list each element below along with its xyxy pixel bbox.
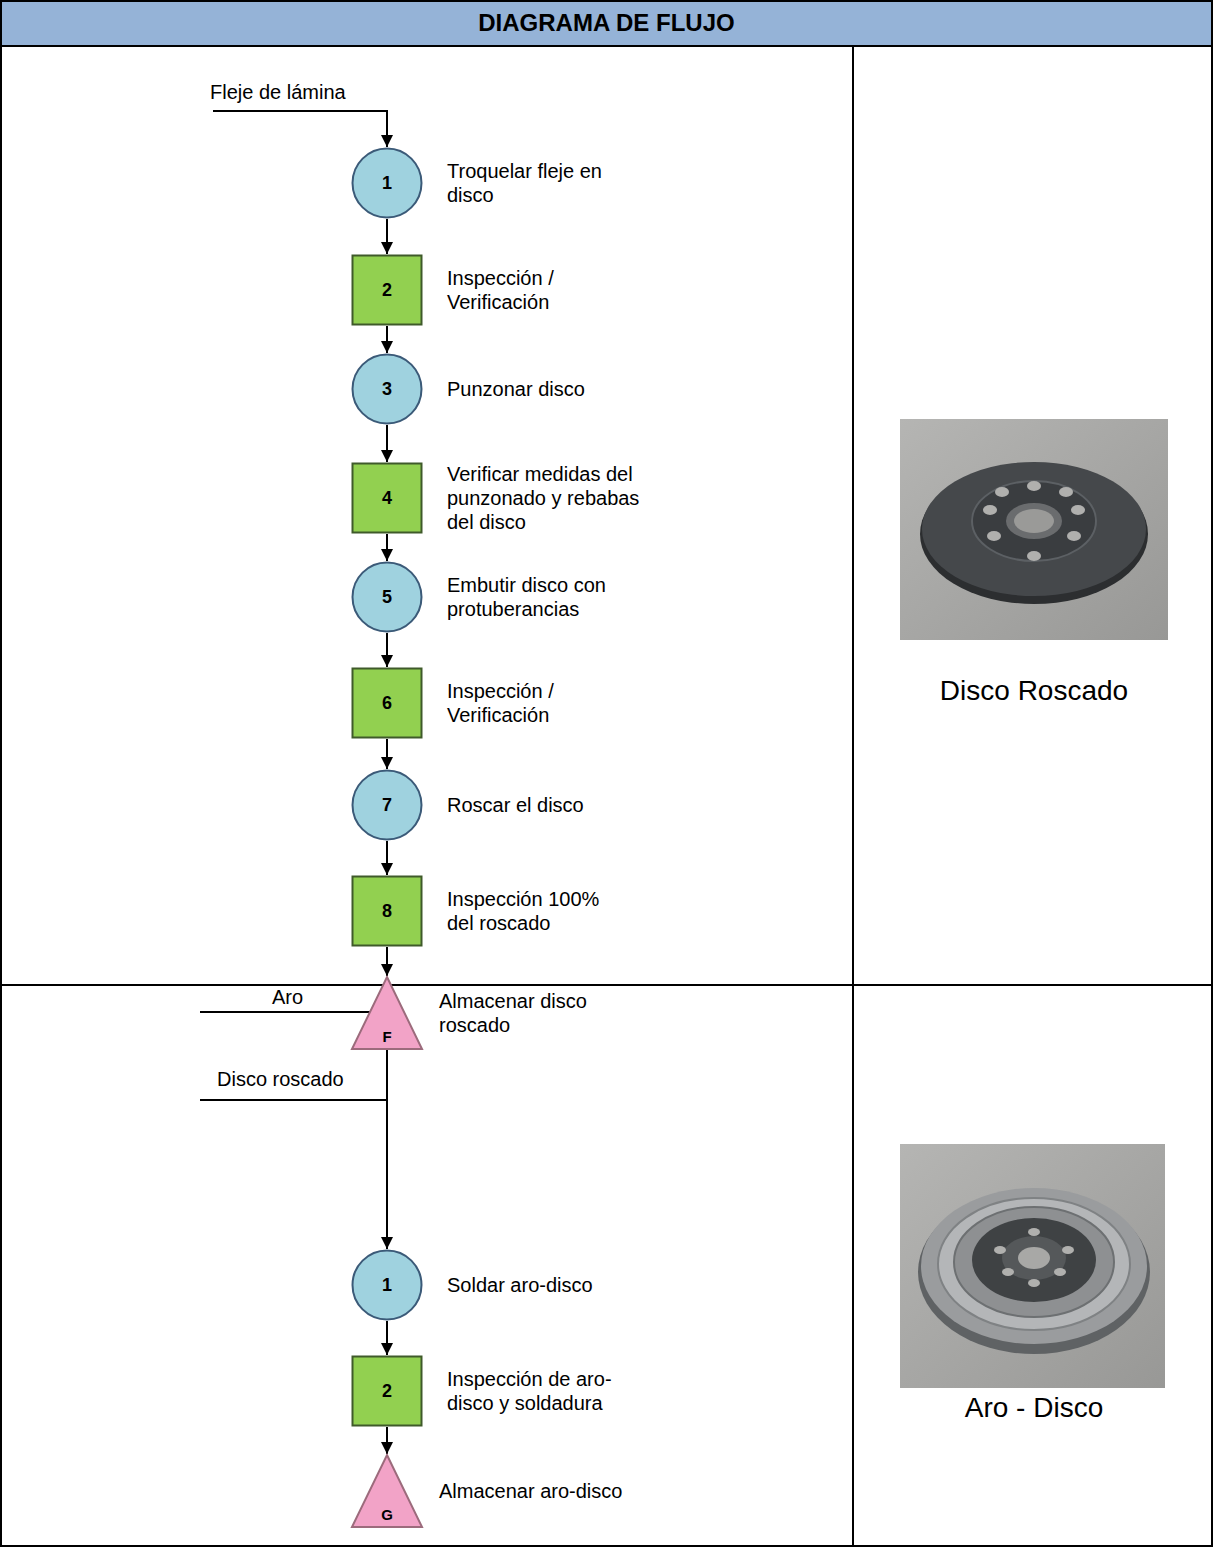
process-circle: 1Soldar aro-disco [351, 1249, 423, 1321]
node-shape [353, 464, 422, 533]
title-band [0, 2, 1213, 46]
process-circle: 5Embutir disco con protuberancias [351, 561, 423, 633]
step-number: 3 [382, 380, 392, 398]
flow-arrow [386, 425, 388, 462]
step-description-holder: Roscar el disco [447, 793, 652, 817]
flow-arrow [386, 633, 388, 667]
storage-triangle: FAlmacenar disco roscado [351, 976, 423, 1050]
table-rule [0, 45, 1213, 47]
flow-arrow [386, 534, 388, 561]
step-description: Embutir disco con protuberancias [447, 573, 652, 621]
node-shape [353, 563, 422, 632]
step-number: 2 [382, 281, 392, 299]
flow-arrow [386, 326, 388, 353]
step-number: 2 [382, 1382, 392, 1400]
ring-disc-photo [900, 1144, 1165, 1388]
node-shape [353, 877, 422, 946]
step-number: 1 [382, 1276, 392, 1294]
step-number: G [381, 1507, 393, 1522]
step-description: Verificar medidas del punzonado y rebaba… [447, 462, 657, 534]
input-line [213, 111, 387, 147]
table-divider [852, 46, 854, 1546]
flow-arrow [386, 219, 388, 254]
step-description-holder: Almacenar aro-disco [439, 1479, 689, 1503]
diagram-title: DIAGRAMA DE FLUJO [0, 9, 1213, 37]
inspection-box: 2Inspección de aro-disco y soldadura [351, 1355, 423, 1427]
step-number: 7 [382, 796, 392, 814]
step-description-holder: Soldar aro-disco [447, 1273, 677, 1297]
inspection-box: 2Inspección / Verificación [351, 254, 423, 326]
step-number: F [382, 1029, 391, 1044]
process-circle: 7Roscar el disco [351, 769, 423, 841]
node-shape [352, 1455, 422, 1527]
step-description-holder: Almacenar disco roscado [439, 989, 629, 1037]
node-shape [353, 669, 422, 738]
node-shape [353, 149, 422, 218]
step-description: Roscar el disco [447, 793, 652, 817]
step-description: Inspección / Verificación [447, 679, 652, 727]
node-shape [353, 355, 422, 424]
step-description-holder: Inspección 100% del roscado [447, 887, 627, 935]
node-shape [353, 1251, 422, 1320]
step-description: Troquelar fleje en disco [447, 159, 652, 207]
inspection-box: 4Verificar medidas del punzonado y rebab… [351, 462, 423, 534]
disc-photo [900, 419, 1168, 640]
step-description-holder: Inspección / Verificación [447, 266, 652, 314]
step-description-holder: Troquelar fleje en disco [447, 159, 652, 207]
step-description: Inspección 100% del roscado [447, 887, 627, 935]
inspection-box: 8Inspección 100% del roscado [351, 875, 423, 947]
storage-triangle: GAlmacenar aro-disco [351, 1454, 423, 1528]
step-description: Almacenar aro-disco [439, 1479, 689, 1503]
flow-arrow [386, 947, 388, 976]
node-shape [353, 1357, 422, 1426]
step-description: Almacenar disco roscado [439, 989, 629, 1037]
step-description: Inspección de aro-disco y soldadura [447, 1367, 642, 1415]
node-shape [353, 256, 422, 325]
node-shape [352, 977, 422, 1049]
inspection-box: 6Inspección / Verificación [351, 667, 423, 739]
process-circle: 3Punzonar disco [351, 353, 423, 425]
step-description-holder: Inspección / Verificación [447, 679, 652, 727]
step-description-holder: Verificar medidas del punzonado y rebaba… [447, 462, 657, 534]
step-description: Soldar aro-disco [447, 1273, 677, 1297]
flow-arrow [386, 739, 388, 769]
flow-arrow [386, 841, 388, 875]
step-number: 1 [382, 174, 392, 192]
step-number: 6 [382, 694, 392, 712]
step-description: Punzonar disco [447, 377, 652, 401]
step-number: 8 [382, 902, 392, 920]
table-rule [0, 984, 1213, 986]
step-number: 4 [382, 489, 392, 507]
step-number: 5 [382, 588, 392, 606]
input-label: Disco roscado [217, 1066, 344, 1092]
node-shape [353, 771, 422, 840]
process-circle: 1Troquelar fleje en disco [351, 147, 423, 219]
photo-caption: Disco Roscado [940, 674, 1128, 708]
step-description-holder: Inspección de aro-disco y soldadura [447, 1367, 642, 1415]
input-line [200, 1099, 387, 1101]
photo-caption: Aro - Disco [965, 1391, 1103, 1425]
input-label: Aro [272, 984, 303, 1010]
flow-arrow [386, 1321, 388, 1355]
step-description: Inspección / Verificación [447, 266, 652, 314]
flow-arrow [386, 1427, 388, 1454]
step-description-holder: Embutir disco con protuberancias [447, 573, 652, 621]
input-label: Fleje de lámina [210, 79, 346, 105]
step-description-holder: Punzonar disco [447, 377, 652, 401]
